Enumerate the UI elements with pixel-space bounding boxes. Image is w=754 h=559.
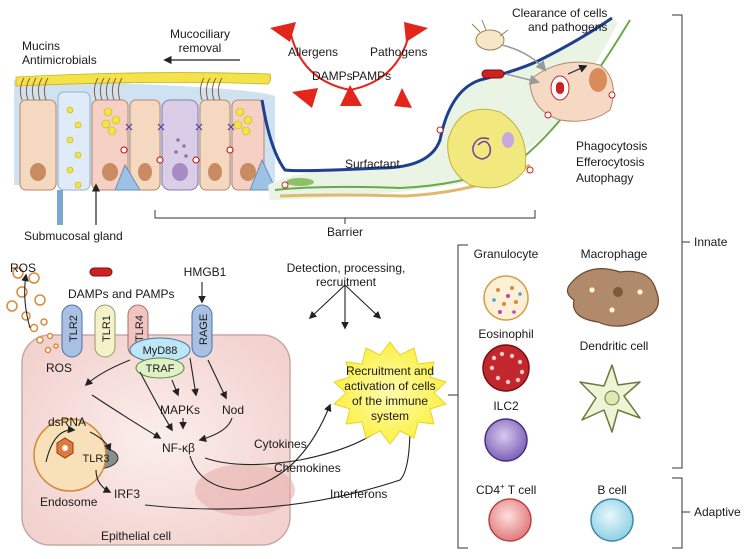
label-detection-2: recruitment: [316, 275, 377, 289]
label-dsrna: dsRNA: [48, 415, 86, 429]
label-myd88: MyD88: [143, 345, 178, 357]
label-antimicrobials: Antimicrobials: [22, 53, 97, 67]
label-cytokines: Cytokines: [254, 437, 307, 451]
label-efferocytosis: Efferocytosis: [576, 155, 644, 169]
label-epithelial-cell: Epithelial cell: [101, 529, 171, 543]
label-ilc2: ILC2: [493, 399, 519, 413]
label-tlr4: TLR4: [134, 315, 146, 342]
barrier-bracket: [154, 210, 536, 224]
rage-receptor: [191, 304, 213, 358]
label-innate: Innate: [694, 235, 728, 249]
label-mucins: Mucins: [22, 39, 60, 53]
label-damps-pamps: DAMPs and PAMPs: [68, 287, 174, 301]
label-rage: RAGE: [198, 314, 210, 345]
label-burst-1: Recruitment and: [346, 364, 434, 378]
membrane: [260, 16, 613, 173]
label-burst-3: of the immune: [352, 394, 428, 408]
label-autophagy: Autophagy: [576, 171, 633, 185]
label-endosome: Endosome: [40, 495, 98, 509]
label-damps: DAMPs: [312, 69, 353, 83]
label-phagocytosis: Phagocytosis: [576, 139, 647, 153]
label-eosinophil: Eosinophil: [478, 327, 533, 341]
label-tlr2: TLR2: [68, 315, 80, 342]
ros-bubbles: [6, 267, 59, 354]
label-mapks: MAPKs: [160, 403, 200, 417]
labels: Mucins Antimicrobials Mucociliary remova…: [10, 6, 741, 543]
label-nfkb: NF-κβ: [162, 441, 195, 455]
tlr2-receptor: [61, 304, 83, 358]
immune-cell-icons: [482, 268, 659, 542]
label-macrophage: Macrophage: [581, 247, 648, 261]
label-mucociliary-2: removal: [179, 41, 222, 55]
label-adaptive: Adaptive: [694, 505, 741, 519]
innate-bracket: [672, 14, 690, 469]
label-detection-1: Detection, processing,: [287, 261, 406, 275]
label-burst-4: system: [371, 409, 409, 423]
mucus-layer: [15, 72, 272, 87]
label-mucociliary-1: Mucociliary: [170, 27, 230, 41]
immune-cell-bracket: [448, 244, 468, 549]
recruitment-burst: [333, 341, 447, 445]
signaling-arrows: [21, 273, 414, 510]
label-ros-inner: ROS: [46, 361, 72, 375]
label-barrier: Barrier: [327, 225, 363, 239]
label-b-cell: B cell: [597, 483, 626, 497]
label-hmgb1: HMGB1: [184, 265, 227, 279]
label-interferons: Interferons: [330, 487, 387, 501]
label-pamps: PAMPs: [352, 69, 391, 83]
label-cd4-t-cell: CD4+ T cell: [476, 482, 536, 497]
label-clearance-2: and pathogens: [528, 20, 607, 34]
label-allergens: Allergens: [288, 45, 338, 59]
label-traf: TRAF: [146, 363, 175, 375]
label-irf3: IRF3: [114, 487, 140, 501]
label-chemokines: Chemokines: [274, 461, 341, 475]
adaptive-bracket: [672, 477, 690, 549]
label-ros-top: ROS: [10, 261, 36, 275]
tlr1-receptor: [94, 304, 116, 358]
label-tlr1: TLR1: [101, 315, 113, 342]
trigger-arrows: [270, 22, 428, 108]
label-pathogens: Pathogens: [370, 45, 427, 59]
airway-epithelium: [14, 16, 631, 225]
label-surfactant: Surfactant: [345, 157, 400, 171]
label-tlr3: TLR3: [83, 453, 110, 465]
label-nod: Nod: [222, 403, 244, 417]
label-dendritic-cell: Dendritic cell: [580, 339, 649, 353]
label-submucosal-gland: Submucosal gland: [24, 229, 123, 243]
label-clearance-1: Clearance of cells: [512, 6, 607, 20]
label-granulocyte: Granulocyte: [474, 247, 539, 261]
label-burst-2: activation of cells: [344, 379, 435, 393]
traf-node: [135, 357, 185, 379]
